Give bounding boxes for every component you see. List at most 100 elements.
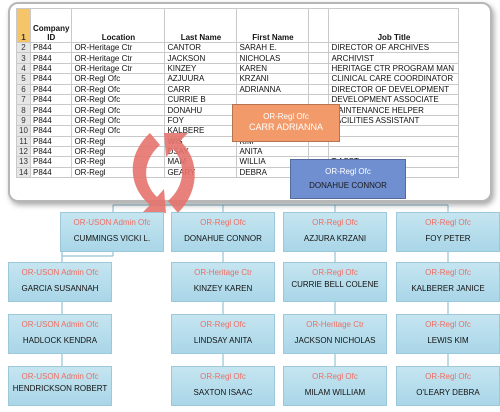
cell-last-name[interactable]: CARR <box>164 83 238 95</box>
cell-location[interactable]: OR-Heritage Ctr <box>71 41 166 54</box>
column-header-company-id[interactable]: Company ID <box>29 8 73 43</box>
row-number[interactable]: 9 <box>16 114 31 127</box>
cell-job-title[interactable]: DEVELOPMENT ASSOCIATE <box>328 93 460 106</box>
row-number[interactable]: 13 <box>16 156 31 168</box>
cell-blank[interactable] <box>308 52 330 64</box>
dragged-record-card[interactable]: OR-Regl Ofc DONAHUE CONNOR <box>290 159 406 199</box>
column-header-first-name[interactable]: First Name <box>236 8 310 43</box>
cell-first-name[interactable]: ADRIANNA <box>236 83 310 95</box>
cell-first-name[interactable]: KRZANI <box>236 73 310 85</box>
cell-last-name[interactable]: KINZEY <box>164 62 238 75</box>
cell-first-name[interactable]: ANITA <box>236 145 310 158</box>
cell-location[interactable]: OR-Regl Ofc <box>71 104 166 116</box>
cell-blank[interactable] <box>308 145 330 158</box>
cell-blank[interactable] <box>308 83 330 95</box>
cell-company-id[interactable]: P844 <box>29 93 73 106</box>
cell-last-name[interactable]: JACKSON <box>164 52 238 64</box>
cell-first-name[interactable]: NICHOLAS <box>236 52 310 64</box>
cell-company-id[interactable]: P844 <box>29 166 73 179</box>
cell-blank[interactable] <box>308 73 330 85</box>
org-node-name: KINZEY KAREN <box>193 284 253 293</box>
row-number[interactable]: 2 <box>16 41 31 54</box>
cell-last-name[interactable]: CURRIE B <box>164 93 238 106</box>
cell-job-title[interactable]: HERITAGE CTR PROGRAM MAN <box>328 62 460 75</box>
cell-first-name[interactable]: KAREN <box>236 62 310 75</box>
column-header-job-title[interactable]: Job Title <box>328 8 460 43</box>
dragged-record-card[interactable]: OR-Regl Ofc CARR ADRIANNA <box>232 104 340 142</box>
org-node-location: OR-Regl Ofc <box>425 372 471 381</box>
curved-arrow-icon <box>132 133 195 213</box>
row-number[interactable]: 3 <box>16 52 31 64</box>
cell-company-id[interactable]: P844 <box>29 145 73 158</box>
cell-job-title[interactable] <box>328 145 460 158</box>
cell-blank[interactable] <box>308 62 330 75</box>
cell-job-title[interactable]: DIRECTOR OF ARCHIVES <box>328 41 460 54</box>
cell-company-id[interactable]: P844 <box>29 62 73 75</box>
row-number[interactable]: 5 <box>16 73 31 85</box>
org-node-name: O'LEARY DEBRA <box>416 388 480 397</box>
cell-company-id[interactable]: P844 <box>29 156 73 168</box>
cell-last-name[interactable]: DONAHU <box>164 104 238 116</box>
row-number[interactable]: 1 <box>16 8 31 43</box>
org-node-location: OR-Regl Ofc <box>425 218 471 227</box>
column-header-last-name[interactable]: Last Name <box>164 8 238 43</box>
row-number[interactable]: 4 <box>16 62 31 75</box>
cell-company-id[interactable]: P844 <box>29 104 73 116</box>
row-number[interactable]: 6 <box>16 83 31 95</box>
org-node-name: GARCIA SUSANNAH <box>21 284 99 293</box>
cell-blank[interactable] <box>308 41 330 54</box>
cell-location[interactable]: OR-Heritage Ctr <box>71 62 166 75</box>
org-node-location: OR-Regl Ofc <box>312 268 358 277</box>
cell-location[interactable]: OR-Regl Ofc <box>71 93 166 106</box>
cell-job-title[interactable]: CLINICAL CARE COORDINATOR <box>328 73 460 85</box>
row-number[interactable]: 10 <box>16 125 31 137</box>
cell-company-id[interactable]: P844 <box>29 73 73 85</box>
cell-job-title[interactable] <box>328 135 460 147</box>
cell-job-title[interactable]: ARCHIVIST <box>328 52 460 64</box>
cell-location[interactable]: OR-Regl Ofc <box>71 73 166 85</box>
cell-location[interactable]: OR-Regl Ofc <box>71 83 166 95</box>
column-header-blank[interactable] <box>308 8 330 43</box>
cell-job-title[interactable] <box>328 125 460 137</box>
cell-job-title[interactable]: MAINTENANCE HELPER <box>328 104 460 116</box>
cell-first-name[interactable]: SARAH E. <box>236 41 310 54</box>
row-number[interactable]: 12 <box>16 145 31 158</box>
cell-company-id[interactable]: P844 <box>29 135 73 147</box>
cell-last-name[interactable]: AZJUURA <box>164 73 238 85</box>
spreadsheet-table: 1 Company ID Location Last Name First Na… <box>16 8 460 179</box>
cell-company-id[interactable]: P844 <box>29 52 73 64</box>
row-number[interactable]: 11 <box>16 135 31 147</box>
cell-job-title[interactable]: DIRECTOR OF DEVELOPMENT <box>328 83 460 95</box>
row-number[interactable]: 7 <box>16 93 31 106</box>
org-node-name: CURRIE BELL COLENE <box>291 280 379 289</box>
row-number[interactable]: 8 <box>16 104 31 116</box>
cell-company-id[interactable]: P844 <box>29 83 73 95</box>
cell-location[interactable]: OR-Heritage Ctr <box>71 52 166 64</box>
column-header-location[interactable]: Location <box>71 8 166 43</box>
org-node-name: LEWIS KIM <box>427 336 469 345</box>
cell-last-name[interactable]: CANTOR <box>164 41 238 54</box>
cell-company-id[interactable]: P844 <box>29 125 73 137</box>
card-location: OR-Regl Ofc <box>325 167 371 176</box>
row-number[interactable]: 14 <box>16 166 31 179</box>
cell-job-title[interactable]: FACILITIES ASSISTANT <box>328 114 460 127</box>
cell-company-id[interactable]: P844 <box>29 114 73 127</box>
cell-company-id[interactable]: P844 <box>29 41 73 54</box>
